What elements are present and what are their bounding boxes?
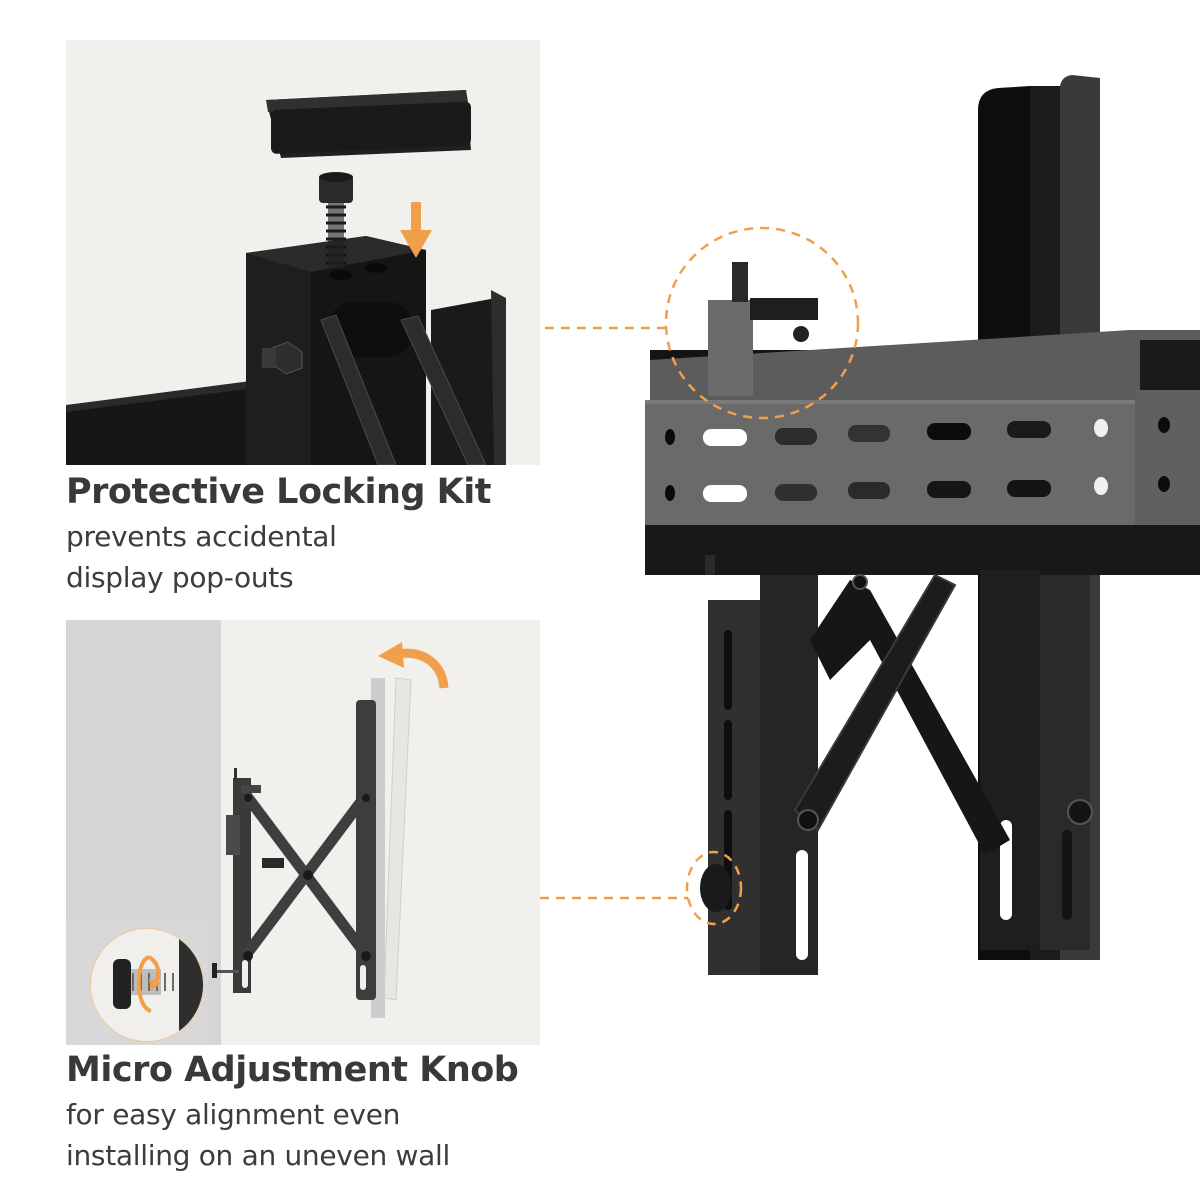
knob-detail-circle	[90, 928, 204, 1042]
feature-desc-locking-kit-line2: display pop-outs	[66, 561, 294, 594]
micro-adjustment-inset	[66, 620, 540, 1045]
knob-rotate-icon	[113, 929, 203, 1041]
feature-title-locking-kit: Protective Locking Kit	[66, 472, 492, 512]
feature-desc-micro-adjustment-line2: installing on an uneven wall	[66, 1139, 450, 1172]
tilt-arrow-icon	[378, 642, 449, 689]
down-arrow-icon	[400, 202, 432, 258]
locking-kit-inset	[66, 40, 540, 465]
feature-desc-locking-kit-line1: prevents accidental	[66, 520, 337, 553]
feature-title-micro-adjustment: Micro Adjustment Knob	[66, 1050, 519, 1090]
feature-desc-micro-adjustment-line1: for easy alignment even	[66, 1098, 401, 1131]
video-wall-mount-illustration	[645, 75, 1200, 975]
locking-kit-illustration	[66, 90, 506, 465]
